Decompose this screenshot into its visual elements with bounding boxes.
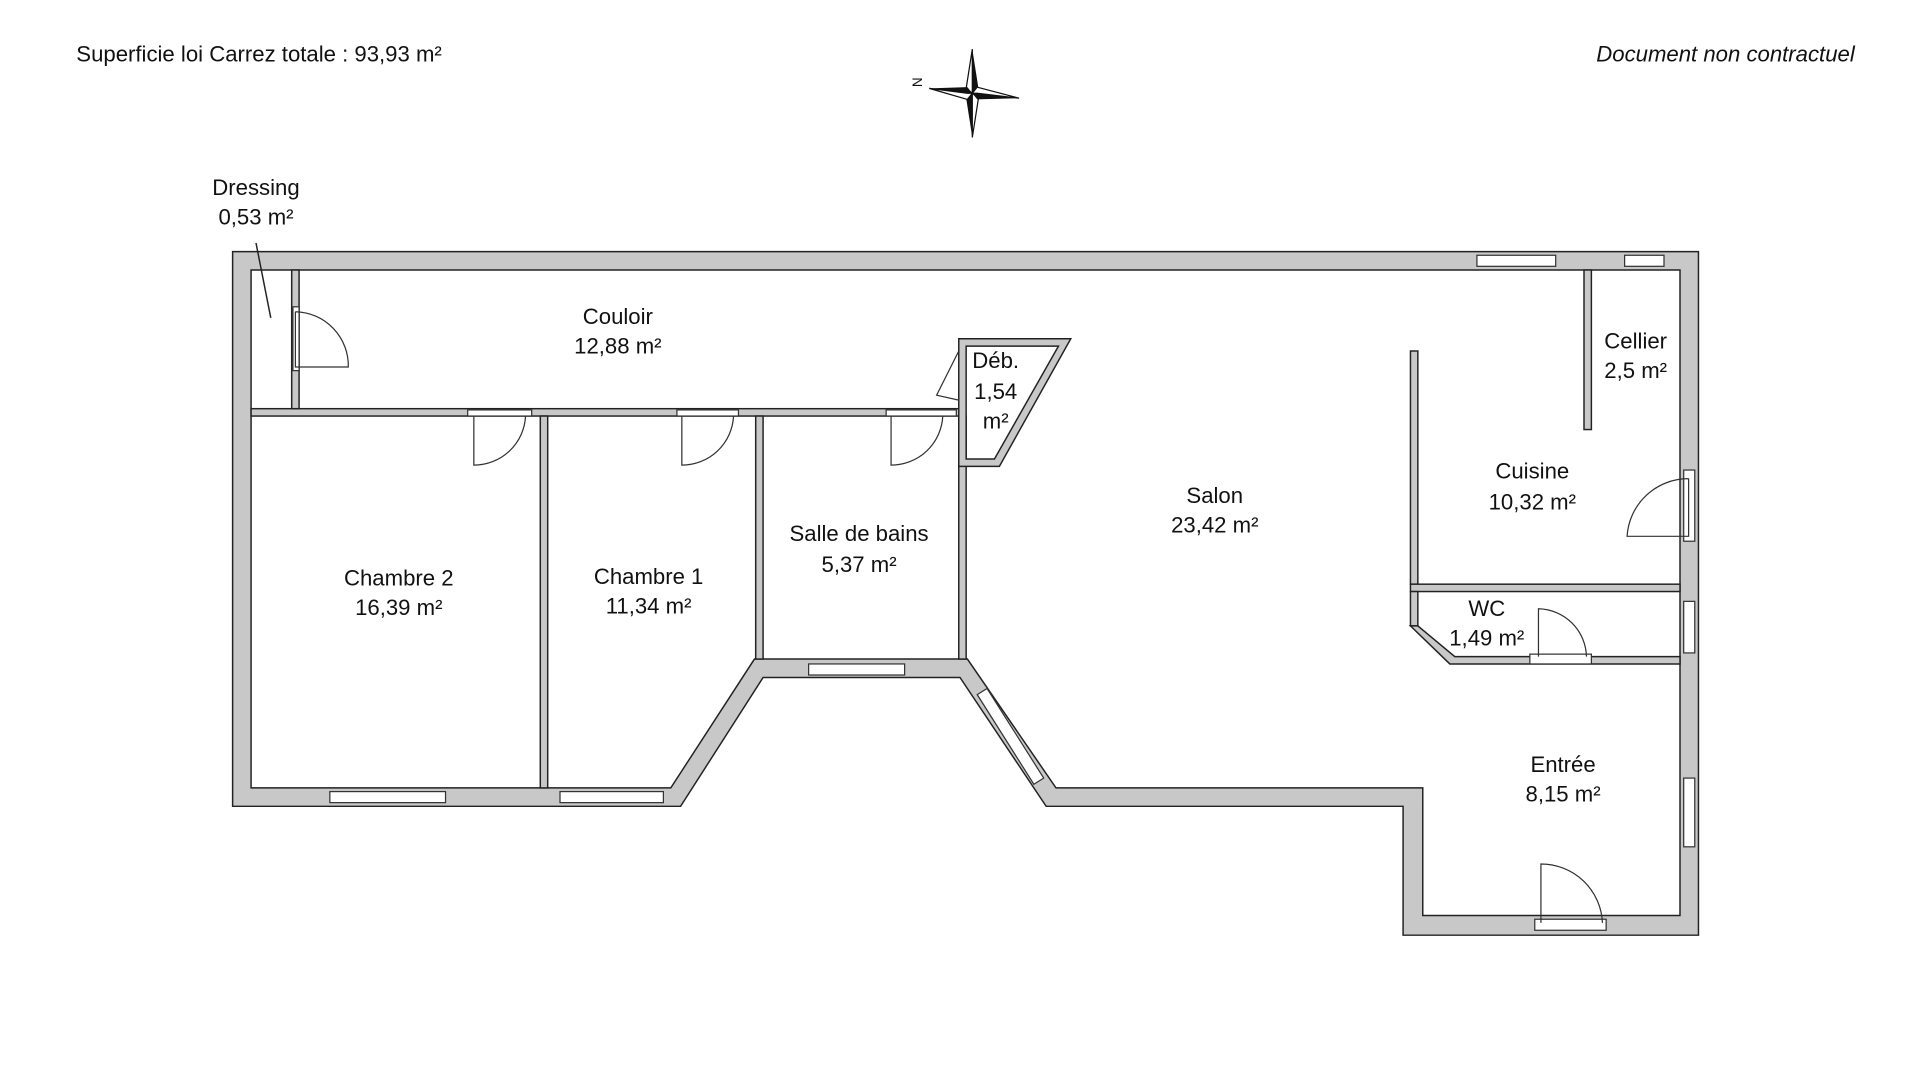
interior-walls: [250, 269, 1681, 789]
svg-text:16,39 m²: 16,39 m²: [355, 595, 442, 620]
svg-text:0,53 m²: 0,53 m²: [218, 205, 293, 230]
svg-text:Déb.: Déb.: [972, 348, 1019, 373]
svg-text:1,54: 1,54: [974, 379, 1017, 404]
compass-icon: N: [910, 48, 1020, 138]
room-dressing: Dressing 0,53 m²: [212, 175, 299, 229]
svg-text:Entrée: Entrée: [1530, 752, 1595, 777]
room-entree: Entrée 8,15 m²: [1526, 752, 1601, 806]
exterior-walls: [231, 250, 1700, 936]
svg-text:5,37 m²: 5,37 m²: [822, 552, 897, 577]
room-chambre-1: Chambre 1 11,34 m²: [594, 564, 704, 618]
svg-text:11,34 m²: 11,34 m²: [606, 594, 692, 619]
room-degagement: Déb. 1,54 m²: [972, 348, 1019, 433]
room-cellier: Cellier 2,5 m²: [1604, 329, 1667, 383]
room-couloir: Couloir 12,88 m²: [574, 304, 661, 358]
svg-text:Salon: Salon: [1186, 483, 1243, 508]
svg-text:10,32 m²: 10,32 m²: [1489, 489, 1576, 514]
room-cuisine: Cuisine 10,32 m²: [1489, 459, 1576, 515]
svg-text:Chambre 1: Chambre 1: [594, 564, 704, 589]
svg-text:Cellier: Cellier: [1604, 329, 1667, 354]
svg-text:8,15 m²: 8,15 m²: [1526, 781, 1601, 806]
svg-text:Chambre 2: Chambre 2: [344, 565, 454, 590]
svg-text:2,5 m²: 2,5 m²: [1604, 358, 1667, 383]
room-chambre-2: Chambre 2 16,39 m²: [344, 565, 454, 619]
compass-north-label: N: [910, 77, 925, 87]
svg-text:Salle de bains: Salle de bains: [790, 521, 929, 546]
total-area-text: Superficie loi Carrez totale : 93,93 m²: [76, 41, 441, 66]
room-salon: Salon 23,42 m²: [1171, 483, 1258, 537]
room-salle-de-bains: Salle de bains 5,37 m²: [790, 521, 929, 577]
svg-text:23,42 m²: 23,42 m²: [1171, 513, 1258, 538]
svg-text:Couloir: Couloir: [583, 304, 653, 329]
room-wc: WC 1,49 m²: [1449, 596, 1524, 650]
svg-text:WC: WC: [1468, 596, 1505, 621]
svg-text:Cuisine: Cuisine: [1495, 459, 1569, 484]
doors: [255, 242, 1690, 923]
svg-text:12,88 m²: 12,88 m²: [574, 333, 661, 358]
disclaimer-text: Document non contractuel: [1596, 41, 1856, 66]
svg-text:m²: m²: [983, 408, 1009, 433]
svg-text:Dressing: Dressing: [212, 175, 299, 200]
svg-text:1,49 m²: 1,49 m²: [1449, 626, 1524, 651]
